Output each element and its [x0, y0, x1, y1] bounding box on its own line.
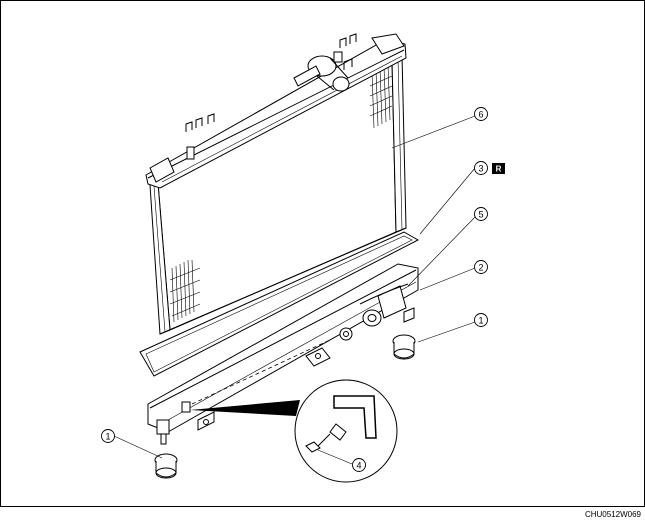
lower-tank [147, 263, 419, 445]
callout-5-label: 5 [478, 210, 483, 220]
callout-4-label: 4 [356, 461, 361, 471]
callout-1-left: 1 [101, 429, 115, 443]
callout-4: 4 [352, 458, 366, 472]
mount-insulator-left [154, 453, 178, 479]
callout-3-label: 3 [478, 164, 483, 174]
callout-3: 3 [474, 161, 488, 175]
drain-plug-detail [190, 379, 398, 483]
callout-6-label: 6 [478, 110, 483, 120]
radiator-upper-tank [145, 33, 407, 189]
leader-lines [113, 115, 477, 465]
replace-badge-label: R [496, 165, 502, 174]
callout-5: 5 [474, 207, 488, 221]
gasket [139, 231, 420, 377]
callout-1-right-label: 1 [478, 316, 483, 326]
replace-badge: R [492, 163, 505, 174]
mount-insulator-right [392, 334, 416, 360]
callout-2: 2 [474, 260, 488, 274]
radiator-core [149, 54, 407, 335]
callout-2-label: 2 [478, 263, 483, 273]
figure-code: CHU0512W069 [585, 510, 642, 519]
callout-1-left-label: 1 [105, 432, 110, 442]
callout-6: 6 [474, 107, 488, 121]
callout-1-right: 1 [474, 313, 488, 327]
